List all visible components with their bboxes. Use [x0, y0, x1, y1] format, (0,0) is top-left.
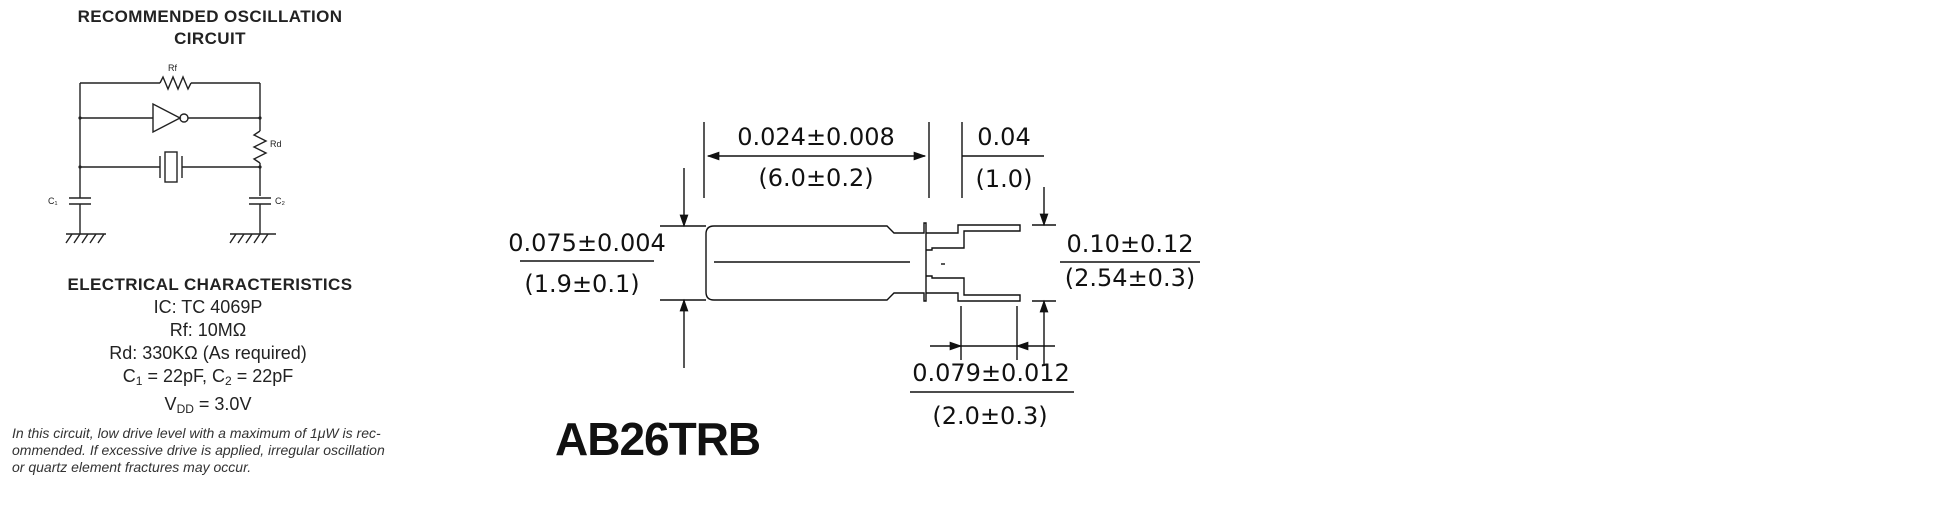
diameter-inch-label: 0.075±0.004: [508, 229, 666, 257]
label-rd: Rd: [270, 139, 282, 149]
ground-symbol-left: [65, 233, 106, 244]
resistor-rf: [159, 75, 192, 91]
lead-mm-label: (1.0): [976, 165, 1033, 193]
spec-c1-value: = 22pF, C: [142, 366, 225, 386]
junction-dot: [258, 116, 262, 120]
crystal-can-body: [705, 222, 927, 302]
label-rf: Rf: [168, 63, 177, 73]
oscillation-circuit-schematic: Rf Rd C₁ C₂: [48, 63, 285, 244]
part-number: AB26TRB: [555, 413, 761, 465]
lead-inch-label: 0.04: [977, 123, 1030, 151]
spec-c2-subscript: 2: [225, 374, 232, 388]
spec-c1-subscript: 1: [135, 374, 143, 388]
spec-c2-value: = 22pF: [231, 366, 294, 386]
spec-ic: IC: TC 4069P: [153, 297, 263, 317]
pitch-inch-label: 0.079±0.012: [912, 359, 1070, 387]
note-line1: In this circuit, low drive level with a …: [12, 425, 381, 441]
label-c1: C₁: [48, 196, 58, 206]
resistor-rd: [252, 130, 268, 164]
spec-vdd: VDD = 3.0V: [58, 393, 358, 421]
length-inch-label: 0.024±0.008: [737, 123, 895, 151]
dimension-drawing: 0.024±0.008 (6.0±0.2) 0.04 (1.0) 0.075±0…: [508, 122, 1200, 430]
spec-vdd-value: = 3.0V: [193, 394, 252, 414]
label-c2: C₂: [275, 196, 285, 206]
junction-dot: [258, 165, 262, 169]
diameter-mm-label: (1.9±0.1): [524, 270, 639, 298]
junction-dot: [78, 116, 82, 120]
spec-capacitors: C1 = 22pF, C2 = 22pF: [58, 365, 358, 393]
spec-vdd-subscript: DD: [176, 402, 194, 416]
spec-c1-symbol: C: [122, 366, 136, 386]
oscillation-heading: RECOMMENDED OSCILLATION CIRCUIT: [40, 6, 380, 50]
junction-dot: [78, 165, 82, 169]
inverter-triangle: [152, 102, 182, 134]
spec-vdd-symbol: V: [164, 394, 177, 414]
crystal-body: [164, 151, 178, 183]
upper-lead: [926, 224, 1021, 251]
drive-level-note: In this circuit, low drive level with a …: [12, 425, 452, 476]
spec-rf: Rf: 10MΩ: [169, 320, 247, 340]
lead-length-mm-label: (2.54±0.3): [1065, 264, 1195, 292]
electrical-heading: ELECTRICAL CHARACTERISTICS: [67, 275, 353, 294]
length-mm-label: (6.0±0.2): [758, 164, 873, 192]
ground-symbol-right: [229, 233, 276, 244]
spec-rd: Rd: 330KΩ (As required): [109, 343, 307, 363]
electrical-spec-list: IC: TC 4069P Rf: 10MΩ Rd: 330KΩ (As requ…: [58, 296, 358, 421]
lower-lead: [926, 275, 1021, 302]
note-line3: or quartz element fractures may occur.: [12, 459, 252, 475]
oscillation-heading-line2: CIRCUIT: [174, 29, 246, 48]
oscillation-heading-line1: RECOMMENDED OSCILLATION: [77, 7, 343, 26]
pitch-mm-label: (2.0±0.3): [932, 402, 1047, 430]
note-line2: ommended. If excessive drive is applied,…: [12, 442, 385, 458]
lead-length-inch-label: 0.10±0.12: [1067, 230, 1194, 258]
